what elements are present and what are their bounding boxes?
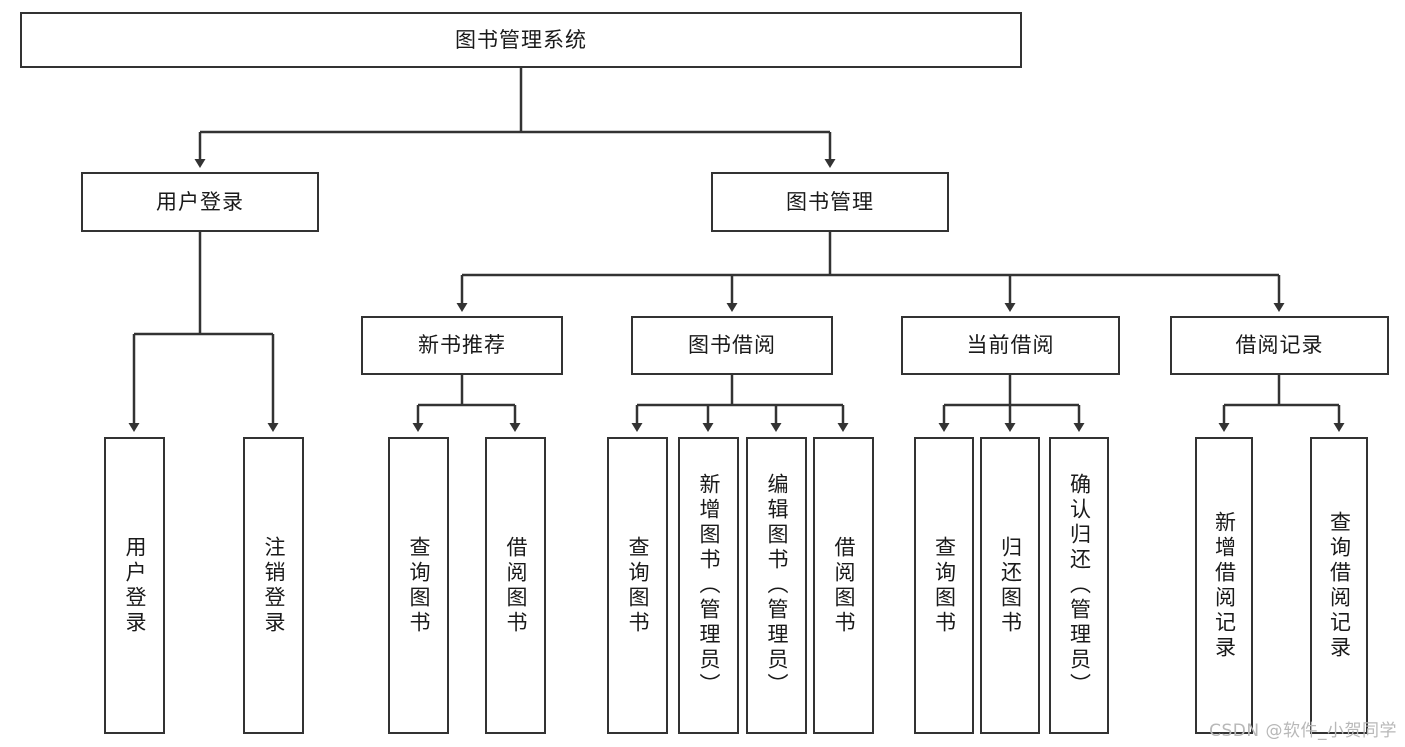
leaf-records-query-record[interactable]: 查询借阅记录 xyxy=(1310,437,1368,734)
node-current-borrow-label: 当前借阅 xyxy=(966,333,1055,358)
leaf-recommend-borrow-book[interactable]: 借阅图书 xyxy=(485,437,546,734)
leaf-borrow-edit-book-label: 编辑图书（管理员） xyxy=(765,473,789,698)
leaf-user-login-signin-label: 用户登录 xyxy=(123,535,147,636)
leaf-recommend-borrow-book-label: 借阅图书 xyxy=(504,535,528,636)
leaf-borrow-edit-book[interactable]: 编辑图书（管理员） xyxy=(746,437,807,734)
leaf-recommend-query-book[interactable]: 查询图书 xyxy=(388,437,449,734)
node-user-login-label: 用户登录 xyxy=(156,189,244,214)
leaf-current-return-book-label: 归还图书 xyxy=(998,535,1023,636)
node-book-management[interactable]: 图书管理 xyxy=(711,172,949,232)
node-current-borrow[interactable]: 当前借阅 xyxy=(901,316,1120,375)
node-user-login[interactable]: 用户登录 xyxy=(81,172,319,232)
node-borrow-records[interactable]: 借阅记录 xyxy=(1170,316,1389,375)
leaf-current-query-book-label: 查询图书 xyxy=(932,535,957,636)
leaf-borrow-query-book-label: 查询图书 xyxy=(626,535,650,636)
leaf-borrow-add-book[interactable]: 新增图书（管理员） xyxy=(678,437,739,734)
leaf-borrow-query-book[interactable]: 查询图书 xyxy=(607,437,668,734)
leaf-current-query-book[interactable]: 查询图书 xyxy=(914,437,974,734)
node-new-book-recommend-label: 新书推荐 xyxy=(418,333,506,358)
node-borrow-records-label: 借阅记录 xyxy=(1235,333,1324,358)
leaf-records-query-record-label: 查询借阅记录 xyxy=(1327,510,1352,661)
node-root-label: 图书管理系统 xyxy=(455,27,587,52)
leaf-user-login-signout-label: 注销登录 xyxy=(262,535,286,636)
leaf-recommend-query-book-label: 查询图书 xyxy=(407,535,431,636)
leaf-borrow-borrow-book-label: 借阅图书 xyxy=(832,535,856,636)
leaf-borrow-add-book-label: 新增图书（管理员） xyxy=(697,473,721,698)
node-book-management-label: 图书管理 xyxy=(786,189,874,214)
leaf-current-return-book[interactable]: 归还图书 xyxy=(980,437,1040,734)
leaf-borrow-borrow-book[interactable]: 借阅图书 xyxy=(813,437,874,734)
leaf-records-add-record-label: 新增借阅记录 xyxy=(1212,510,1237,661)
leaf-user-login-signout[interactable]: 注销登录 xyxy=(243,437,304,734)
node-new-book-recommend[interactable]: 新书推荐 xyxy=(361,316,563,375)
leaf-current-confirm-return-label: 确认归还（管理员） xyxy=(1067,473,1092,698)
leaf-current-confirm-return[interactable]: 确认归还（管理员） xyxy=(1049,437,1109,734)
node-book-borrow-label: 图书借阅 xyxy=(688,333,776,358)
node-book-borrow[interactable]: 图书借阅 xyxy=(631,316,833,375)
leaf-records-add-record[interactable]: 新增借阅记录 xyxy=(1195,437,1253,734)
node-root[interactable]: 图书管理系统 xyxy=(20,12,1022,68)
leaf-user-login-signin[interactable]: 用户登录 xyxy=(104,437,165,734)
